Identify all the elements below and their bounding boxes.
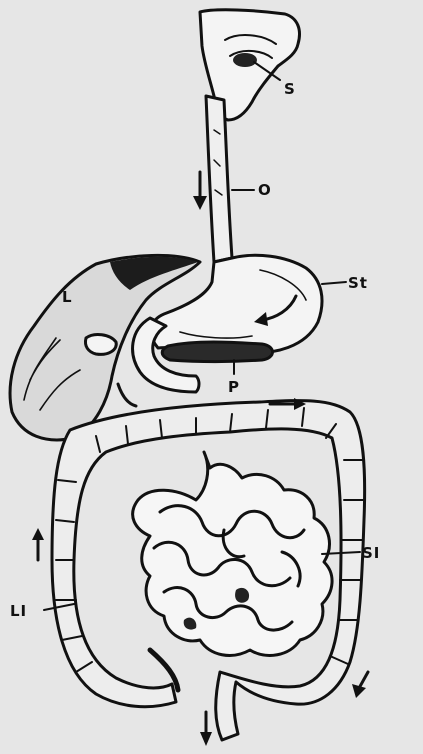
stomach-pointer [322,282,346,284]
duodenum-arrow [118,384,136,406]
gall-bladder [85,335,116,355]
label-salivary: S [284,80,296,98]
label-small-intestine: SI [362,544,380,562]
label-pancreas: P [228,378,240,396]
label-stomach: St [348,274,368,292]
salivary-gland [233,53,257,67]
label-liver: L [62,288,73,306]
label-large-intestine: LI [10,602,27,620]
label-oesophagus: O [258,181,272,199]
pancreas [162,342,272,362]
